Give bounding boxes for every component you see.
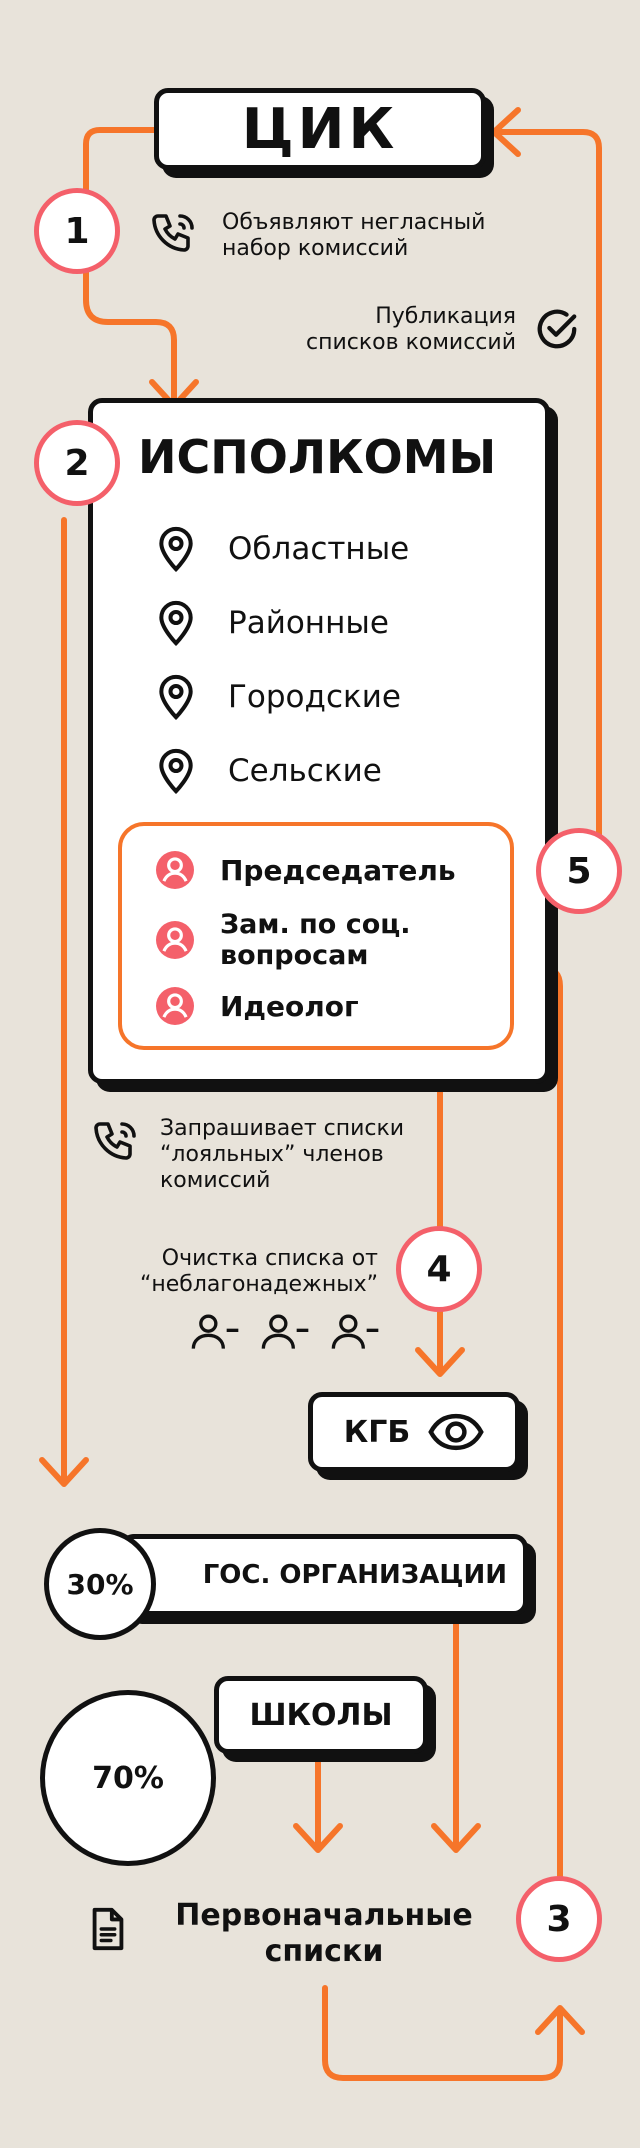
schools-percent: 70% [92,1760,164,1796]
level-label: Районные [228,605,389,641]
map-pin-icon [159,674,193,721]
step-1-line-1: Объявляют негласный [222,210,486,235]
arrow-cik-to-ispolkomy [83,127,177,407]
step-3-badge: 3 [516,1876,602,1962]
step-1-text: Объявляют негласный набор комиссий [222,210,552,262]
step-2-badge: 2 [34,420,120,506]
official-chairman: Председатель [156,848,496,892]
kgb-box: КГБ [308,1392,520,1472]
step-1-number: 1 [64,210,90,252]
step-4-number: 4 [426,1248,452,1290]
request-line-1: Запрашивает списки [160,1116,405,1141]
level-list: Областные Районные Городские Сельские [154,512,514,808]
cleaning-line-2: “неблагонадежных” [139,1272,378,1297]
step-1-line-2: набор комиссий [222,236,409,261]
chairman-label: Председатель [220,853,456,887]
publication-line-1: Публикация [375,304,516,329]
official-ideologist: Идеолог [156,984,496,1028]
user-icon [156,987,194,1025]
arrow-publication-to-cik [491,129,602,875]
cleaning-line-1: Очистка списка от [161,1246,378,1271]
official-deputy: Зам. по соц. вопросам [156,906,496,974]
map-pin-icon [159,600,193,647]
level-label: Городские [228,679,401,715]
gos-box: ГОС. ОРГАНИЗАЦИИ [120,1534,528,1616]
user-minus-group [190,1312,390,1356]
gos-label: ГОС. ОРГАНИЗАЦИИ [202,1560,507,1590]
map-pin-icon [159,748,193,795]
level-item: Городские [154,660,514,734]
schools-label: ШКОЛЫ [249,1697,393,1733]
level-label: Областные [228,531,410,567]
kgb-label: КГБ [343,1414,411,1450]
level-item: Районные [154,586,514,660]
step-4-badge: 4 [396,1226,482,1312]
arrowhead-lists-right [431,1823,481,1853]
initial-lists-line-1: Первоначальные [175,1898,473,1933]
ideologist-label: Идеолог [220,989,359,1023]
arrowhead-kgb [415,1347,465,1377]
phone-icon [152,214,194,252]
phone-icon [94,1122,136,1160]
ispolkomy-title: ИСПОЛКОМЫ [138,430,497,484]
deputy-label-line-2: вопросам [220,940,369,971]
user-minus-icon [191,1314,239,1349]
gos-percent-circle: 30% [44,1528,156,1640]
step-5-badge: 5 [536,828,622,914]
cik-title: ЦИК [241,96,399,162]
level-item: Сельские [154,734,514,808]
publication-text: Публикация списков комиссий [230,304,516,356]
arrowhead-3 [535,2005,585,2035]
initial-lists-title: Первоначальные списки [150,1898,498,1970]
gos-percent: 30% [66,1567,134,1601]
step-1-badge: 1 [34,188,120,274]
level-label: Сельские [228,753,382,789]
cik-box: ЦИК [154,88,486,170]
arrow-lists-to-3 [322,1985,563,2081]
publication-line-2: списков комиссий [305,330,516,355]
request-line-2: “лояльных” членов [160,1142,384,1167]
arrowhead-lists-left [293,1823,343,1853]
user-minus-icon [261,1314,309,1349]
user-icon [156,921,194,959]
map-pin-icon [159,526,193,573]
request-text: Запрашивает списки “лояльных” членов ком… [160,1116,440,1194]
level-item: Областные [154,512,514,586]
document-icon [92,1907,124,1951]
request-line-3: комиссий [160,1168,271,1193]
deputy-label: Зам. по соц. вопросам [220,909,411,971]
arrowhead-gos [39,1457,89,1487]
deputy-label-line-1: Зам. по соц. [220,909,411,940]
step-5-number: 5 [566,850,592,892]
cleaning-text: Очистка списка от “неблагонадежных” [96,1246,378,1298]
step-3-number: 3 [546,1898,572,1940]
schools-percent-circle: 70% [40,1690,216,1866]
check-circle-icon [537,309,577,349]
eye-icon [428,1413,484,1451]
user-icon [156,851,194,889]
step-2-number: 2 [64,442,90,484]
arrowhead-cik [491,107,521,157]
schools-box: ШКОЛЫ [214,1676,428,1754]
user-minus-icon [331,1314,379,1349]
initial-lists-line-2: списки [264,1934,384,1969]
